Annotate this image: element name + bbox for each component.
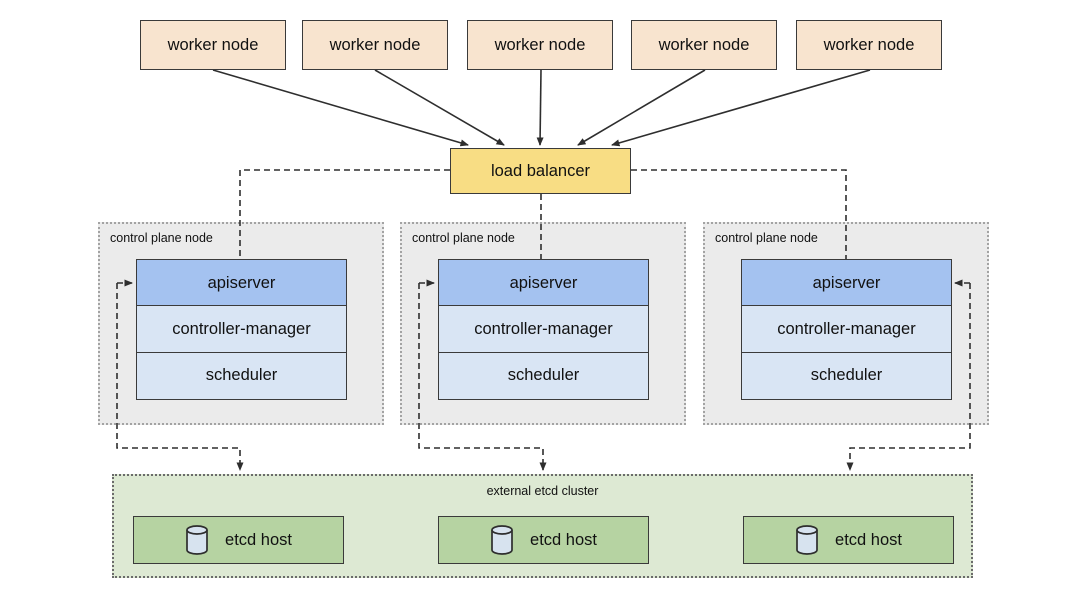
load-balancer-label: load balancer [490, 161, 591, 180]
scheduler-box: scheduler [741, 351, 952, 400]
lb-to-apiserver-links [239, 169, 847, 259]
control-plane-node-box: control plane node apiserver controller-… [400, 222, 686, 425]
worker-node-box: worker node [302, 20, 448, 70]
worker-node-label: worker node [329, 35, 421, 54]
apiserver-label: apiserver [509, 273, 578, 292]
control-plane-node-label: control plane node [110, 231, 213, 245]
etcd-host-label: etcd host [835, 530, 902, 549]
etcd-host-label: etcd host [530, 530, 597, 549]
worker-node-label: worker node [494, 35, 586, 54]
database-icon [796, 525, 818, 555]
controller-manager-label: controller-manager [474, 319, 613, 338]
controller-manager-label: controller-manager [172, 319, 311, 338]
etcd-host-label: etcd host [225, 530, 292, 549]
etcd-host-box: etcd host [743, 516, 954, 564]
worker-node-box: worker node [796, 20, 942, 70]
worker-node-box: worker node [140, 20, 286, 70]
external-etcd-cluster-label: external etcd cluster [486, 484, 599, 498]
apiserver-label: apiserver [812, 273, 881, 292]
database-icon [491, 525, 513, 555]
control-plane-component-stack: apiserver controller-manager scheduler [741, 259, 952, 400]
apiserver-box: apiserver [741, 259, 952, 307]
external-etcd-cluster-box: external etcd cluster etcd host etcd hos… [112, 474, 973, 578]
controller-manager-box: controller-manager [741, 305, 952, 354]
control-plane-component-stack: apiserver controller-manager scheduler [438, 259, 649, 400]
scheduler-label: scheduler [810, 366, 883, 385]
worker-node-box: worker node [467, 20, 613, 70]
control-plane-node-label: control plane node [412, 231, 515, 245]
scheduler-label: scheduler [205, 366, 278, 385]
etcd-host-box: etcd host [438, 516, 649, 564]
worker-node-box: worker node [631, 20, 777, 70]
controller-manager-box: controller-manager [136, 305, 347, 354]
control-plane-component-stack: apiserver controller-manager scheduler [136, 259, 347, 400]
worker-node-label: worker node [167, 35, 259, 54]
worker-node-label: worker node [823, 35, 915, 54]
controller-manager-label: controller-manager [777, 319, 916, 338]
worker-node-label: worker node [658, 35, 750, 54]
control-plane-node-label: control plane node [715, 231, 818, 245]
worker-to-lb-arrows [212, 69, 871, 147]
scheduler-box: scheduler [136, 351, 347, 400]
database-icon [186, 525, 208, 555]
apiserver-label: apiserver [207, 273, 276, 292]
load-balancer-box: load balancer [450, 148, 631, 194]
scheduler-box: scheduler [438, 351, 649, 400]
scheduler-label: scheduler [507, 366, 580, 385]
apiserver-to-etcd-links [116, 279, 971, 471]
etcd-host-box: etcd host [133, 516, 344, 564]
controller-manager-box: controller-manager [438, 305, 649, 354]
control-plane-node-box: control plane node apiserver controller-… [98, 222, 384, 425]
